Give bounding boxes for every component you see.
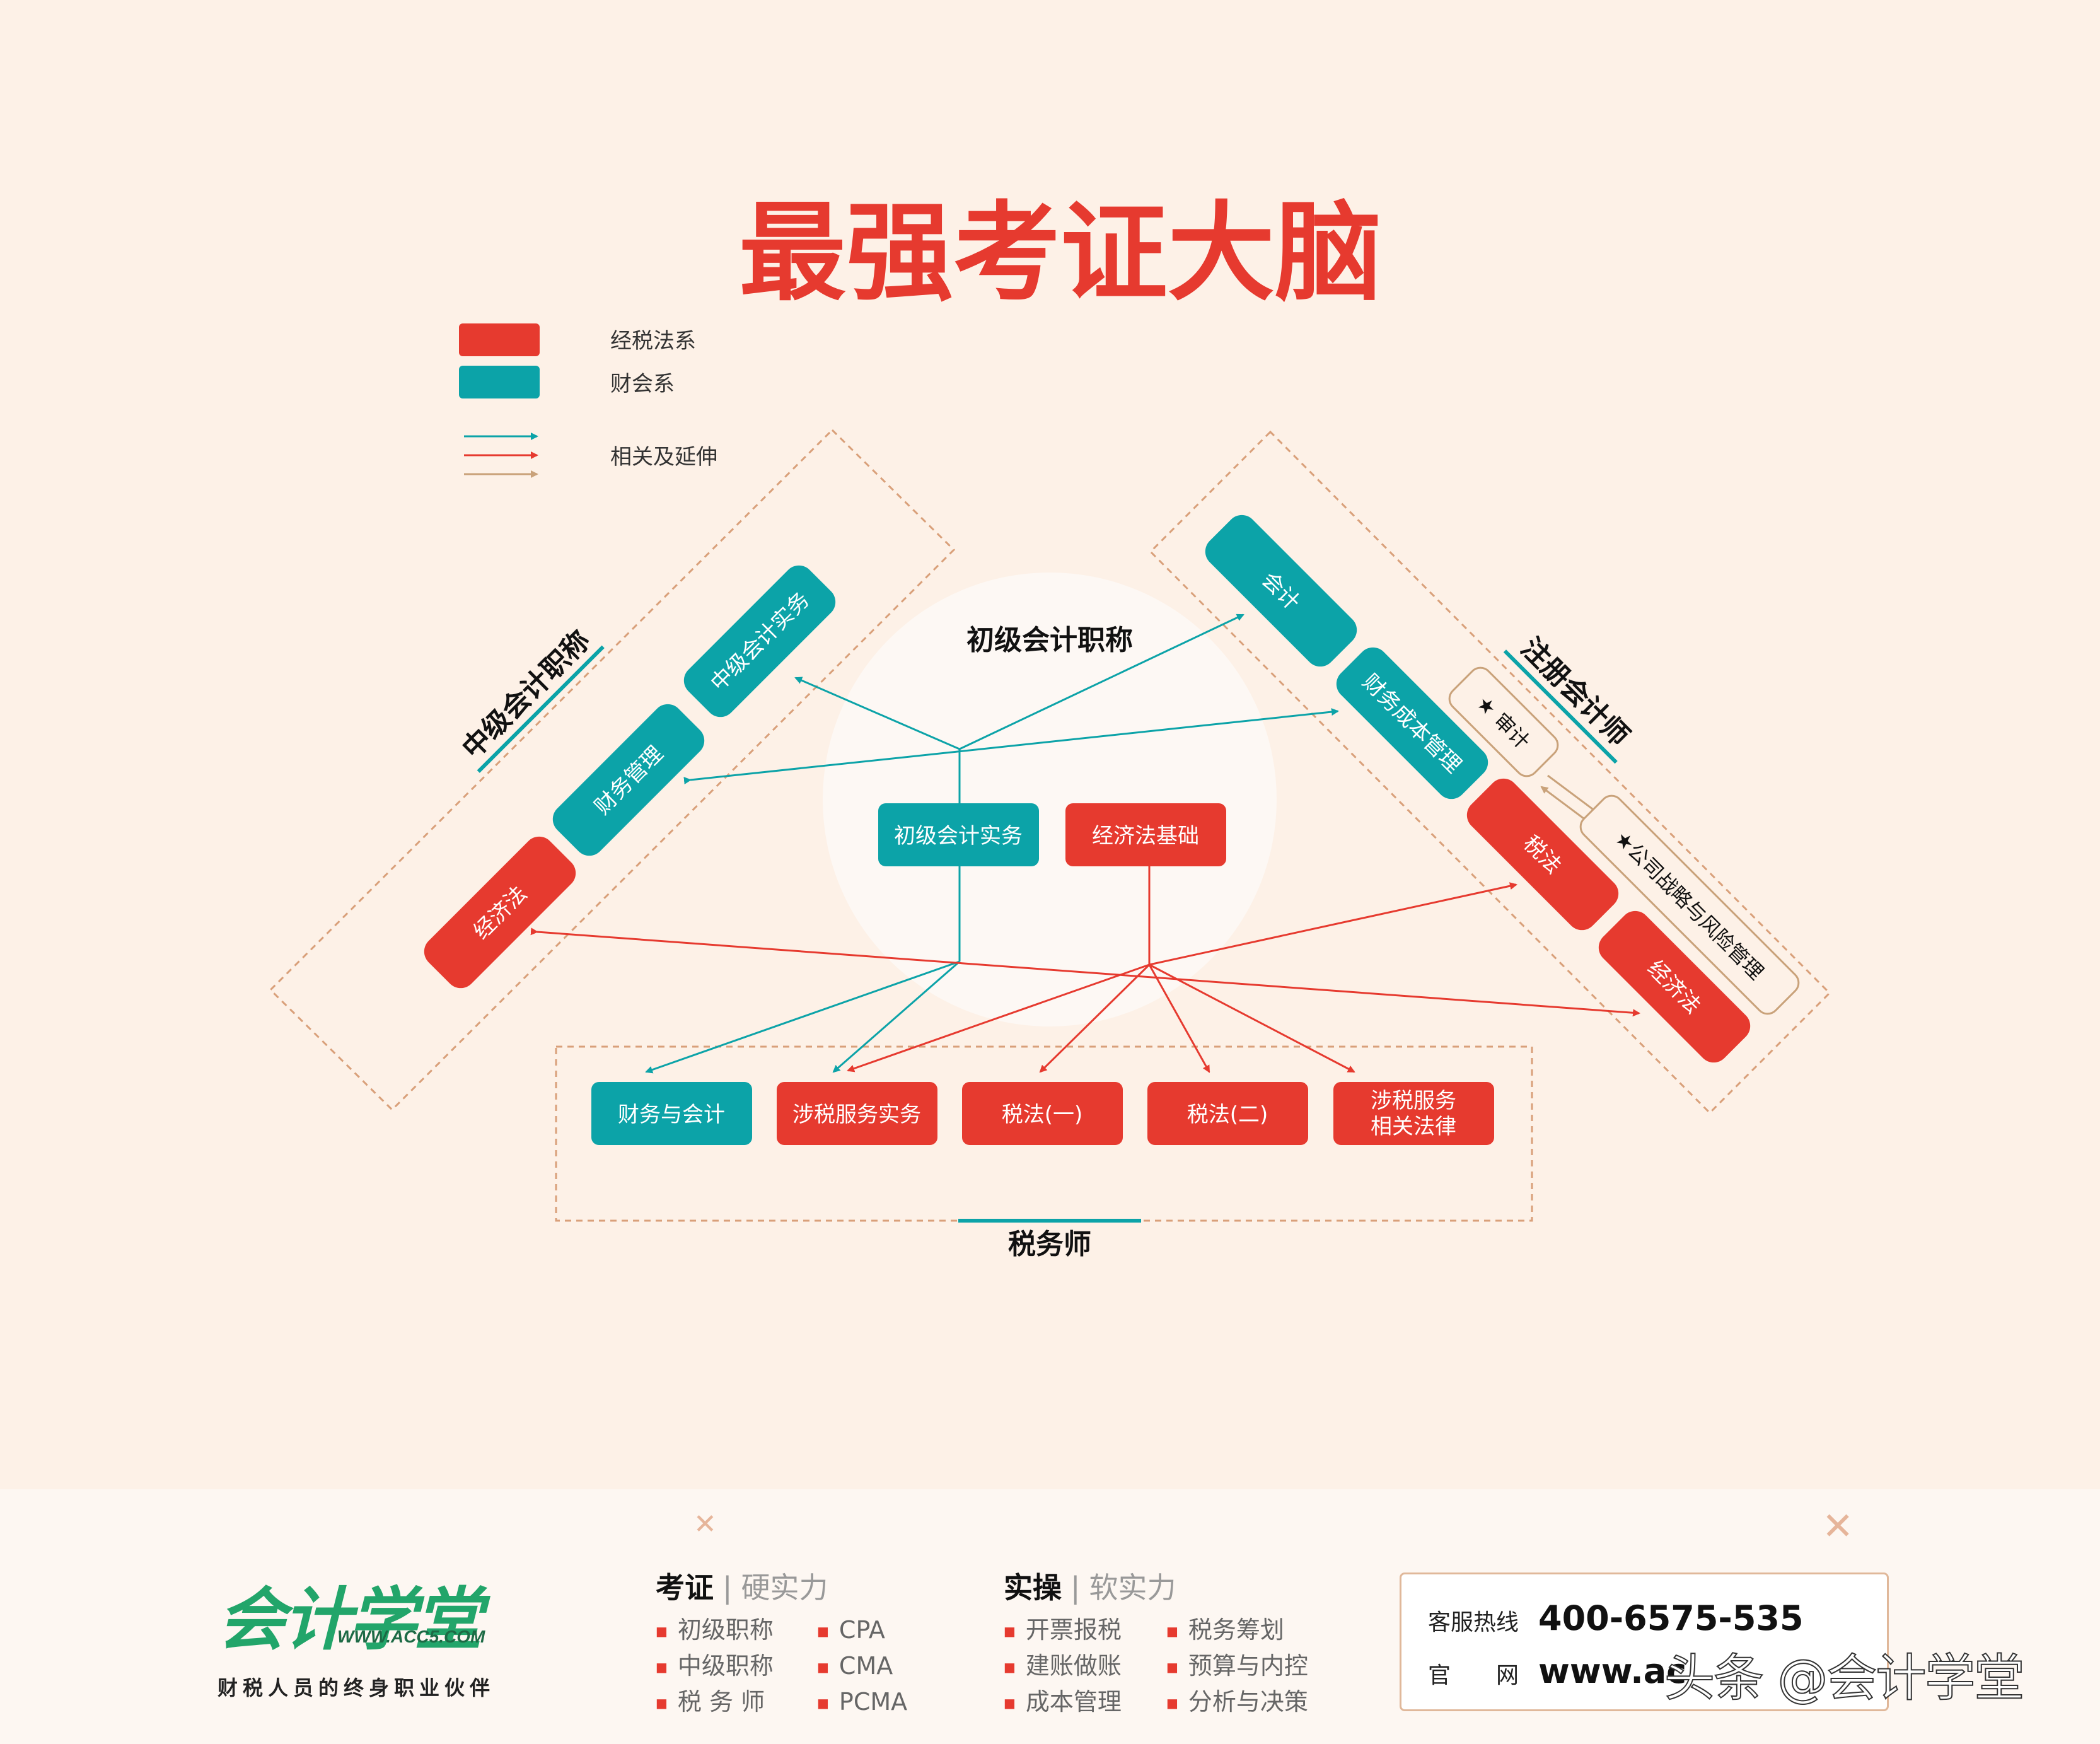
col-practice-heading: 实操|软实力 bbox=[1004, 1571, 1176, 1605]
website-label: 官 网 bbox=[1428, 1663, 1519, 1689]
cpa-group: 注册会计师 会计 财务成本管理 税法 经济法 ★ 审计 ★公司战略与风险管理 bbox=[1205, 514, 1800, 1063]
box-label: 涉税服务实务 bbox=[792, 1102, 921, 1127]
col-heading-soft: 硬实力 bbox=[741, 1571, 828, 1605]
box-sheshui-falv: 涉税服务 相关法律 bbox=[1333, 1082, 1494, 1145]
legend: 经税法系 财会系 相关及延伸 bbox=[459, 323, 717, 478]
title-underline bbox=[477, 645, 605, 773]
hotline-number[interactable]: 400-6575-535 bbox=[1538, 1598, 1804, 1638]
tax-advisor-title: 税务师 bbox=[1008, 1228, 1091, 1260]
exam-list-b: CPA CMA PCMA bbox=[817, 1613, 907, 1721]
list-item[interactable]: 开票报税 bbox=[1004, 1613, 1122, 1649]
watermark: 头条 @会计学堂 bbox=[1664, 1648, 2025, 1708]
website-row: 官 网 www.ac bbox=[1428, 1651, 1686, 1691]
footer: ✕ ✕ 会计学堂 WWW.ACC5.COM 财税人员的终身职业伙伴 考证|硬实力… bbox=[0, 1489, 2100, 1744]
box-caiwu-yu-kuaiji: 财务与会计 bbox=[591, 1082, 752, 1145]
hotline-row: 客服热线 400-6575-535 bbox=[1428, 1598, 1804, 1638]
list-item[interactable]: 预算与内控 bbox=[1166, 1649, 1308, 1685]
col-heading-bold: 实操 bbox=[1004, 1571, 1062, 1605]
box-cpa-kuaiji: 会计 bbox=[1205, 514, 1357, 667]
col-exam-heading: 考证|硬实力 bbox=[656, 1571, 828, 1605]
website-url[interactable]: www.ac bbox=[1538, 1651, 1687, 1691]
arrow-shenji-zhanlue-a bbox=[1547, 774, 1601, 816]
arrow-zhongji-caiwu-to-cpa-caiwu bbox=[683, 708, 1339, 785]
list-item[interactable]: 税 务 师 bbox=[656, 1685, 774, 1721]
page-title: 最强考证大脑 bbox=[739, 191, 1382, 316]
brand-logo: 会计学堂 bbox=[218, 1581, 482, 1660]
list-item[interactable]: 建账做账 bbox=[1004, 1649, 1122, 1685]
box-label: 财务与会计 bbox=[618, 1102, 725, 1127]
contact-card: 客服热线 400-6575-535 官 网 www.ac bbox=[1400, 1573, 1889, 1711]
intermediate-frame bbox=[269, 428, 956, 1112]
box-shuifa-1: 税法(一) bbox=[962, 1082, 1123, 1145]
box-label: 税法(二) bbox=[1187, 1102, 1268, 1127]
box-label: 经济法基础 bbox=[1092, 823, 1199, 849]
legend-label-accounting: 财会系 bbox=[610, 371, 675, 397]
box-sheshui-shiwu: 涉税服务实务 bbox=[777, 1082, 937, 1145]
box-label-line2: 相关法律 bbox=[1371, 1114, 1456, 1139]
box-chuji-shiwu: 初级会计实务 bbox=[878, 803, 1039, 866]
list-item[interactable]: CMA bbox=[817, 1649, 907, 1685]
box-zhongji-jingjifa: 经济法 bbox=[424, 836, 576, 989]
box-jingjifa-jichu: 经济法基础 bbox=[1065, 803, 1226, 866]
legend-swatch-law bbox=[459, 323, 540, 356]
legend-label-relation: 相关及延伸 bbox=[610, 445, 717, 470]
connectors bbox=[530, 613, 1640, 1074]
box-label: 初级会计实务 bbox=[894, 823, 1023, 849]
col-heading-soft: 软实力 bbox=[1089, 1571, 1176, 1605]
sparkle-icon: ✕ bbox=[1822, 1504, 1854, 1549]
list-item[interactable]: 中级职称 bbox=[656, 1649, 774, 1685]
exam-list-a: 初级职称 中级职称 税 务 师 bbox=[656, 1613, 774, 1721]
arrow-to-caiwu-yu-kuaiji bbox=[645, 960, 960, 1074]
arrow-jingjifa-link bbox=[530, 927, 1640, 1017]
box-caiwu-guanli: 财务管理 bbox=[552, 704, 705, 856]
list-item[interactable]: CPA bbox=[817, 1613, 907, 1649]
center-circle bbox=[823, 573, 1277, 1026]
box-label: 税法(一) bbox=[1002, 1102, 1083, 1127]
brand-slogan: 财税人员的终身职业伙伴 bbox=[218, 1676, 496, 1700]
tax-advisor-group: 财务与会计 涉税服务实务 税法(一) 税法(二) 涉税服务 相关法律 税务师 bbox=[591, 1082, 1494, 1260]
list-item[interactable]: PCMA bbox=[817, 1685, 907, 1721]
col-heading-bold: 考证 bbox=[656, 1571, 714, 1605]
list-item[interactable]: 税务筹划 bbox=[1166, 1613, 1308, 1649]
box-label-line1: 涉税服务 bbox=[1371, 1088, 1456, 1113]
list-item[interactable]: 分析与决策 bbox=[1166, 1685, 1308, 1721]
list-item[interactable]: 成本管理 bbox=[1004, 1685, 1122, 1721]
box-cpa-shuifa: 税法 bbox=[1466, 778, 1619, 931]
intermediate-title: 中级会计职称 bbox=[456, 624, 596, 765]
intermediate-group: 中级会计职称 中级会计实务 财务管理 经济法 bbox=[424, 565, 836, 989]
legend-label-law: 经税法系 bbox=[610, 328, 696, 354]
box-shuifa-2: 税法(二) bbox=[1147, 1082, 1308, 1145]
sparkle-icon: ✕ bbox=[693, 1508, 717, 1540]
center-title: 初级会计职称 bbox=[966, 624, 1133, 656]
legend-swatch-accounting bbox=[459, 366, 540, 398]
arrow-to-sheshui-shiwu-teal bbox=[832, 960, 960, 1073]
list-item[interactable]: 初级职称 bbox=[656, 1613, 774, 1649]
title-underline bbox=[1503, 649, 1618, 764]
hotline-label: 客服热线 bbox=[1428, 1610, 1519, 1636]
practice-list-a: 开票报税 建账做账 成本管理 bbox=[1004, 1613, 1122, 1721]
practice-list-b: 税务筹划 预算与内控 分析与决策 bbox=[1166, 1613, 1308, 1721]
brand-url: WWW.ACC5.COM bbox=[337, 1627, 485, 1646]
box-zhongji-shiwu: 中级会计实务 bbox=[683, 565, 836, 718]
